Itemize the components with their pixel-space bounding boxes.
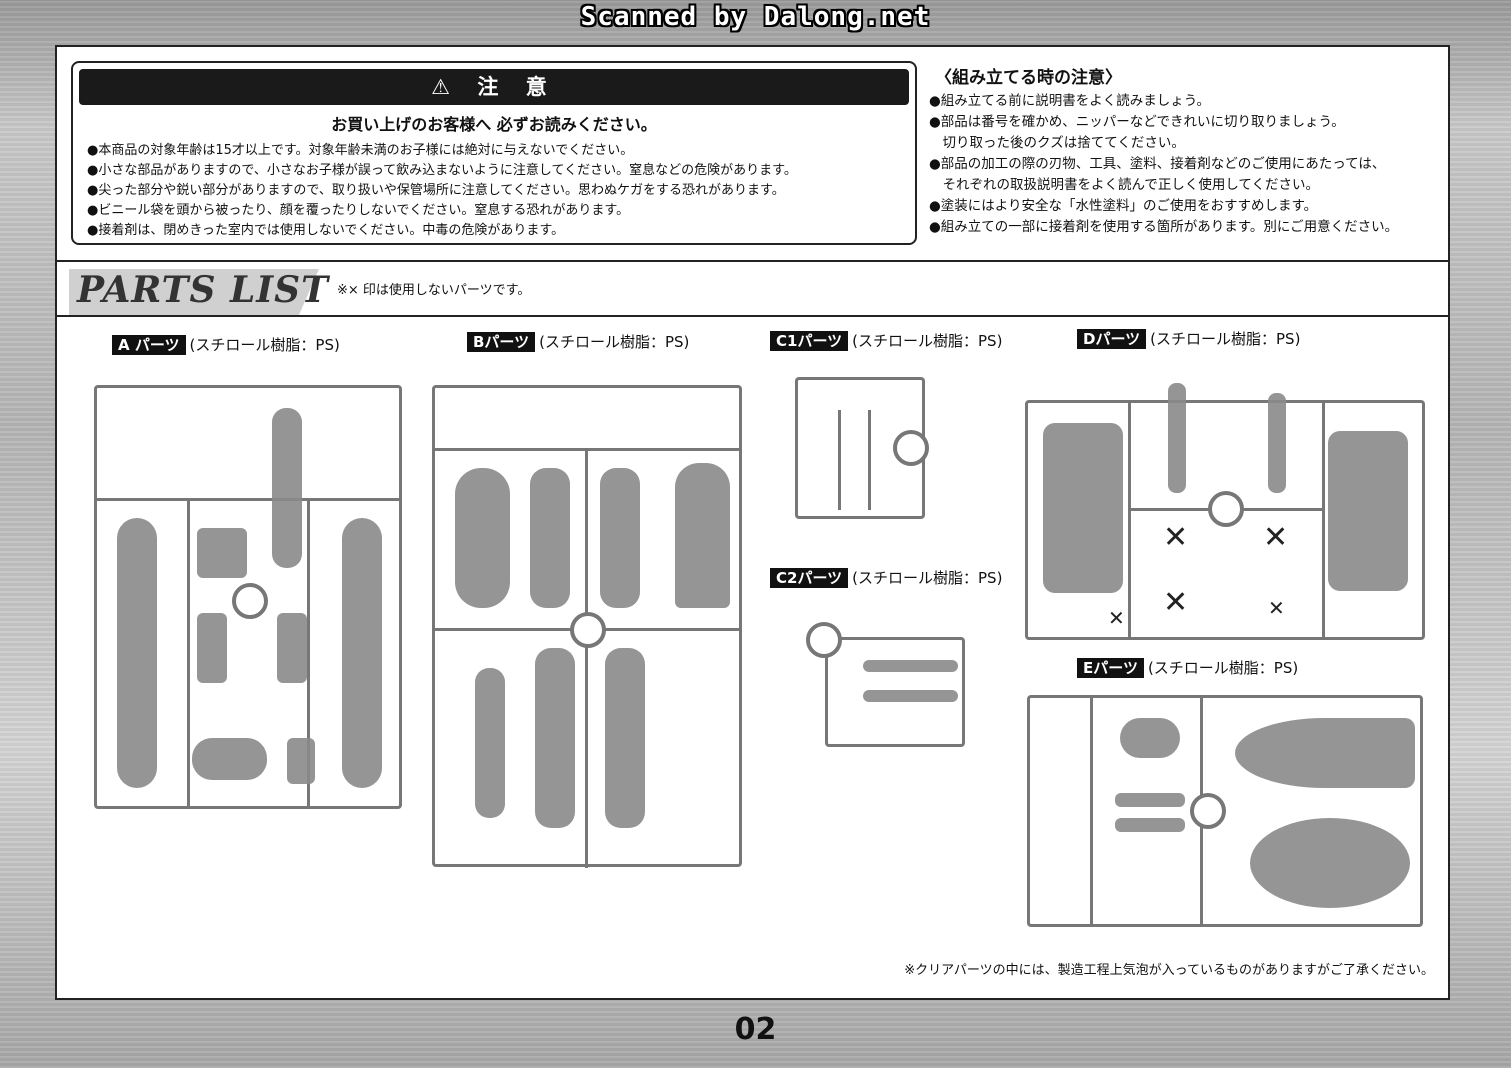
caution-item: ●ビニール袋を頭から被ったり、顔を覆ったりしないでください。窒息する恐れがありま… bbox=[87, 203, 630, 218]
runner-b bbox=[432, 385, 742, 868]
runner-gate bbox=[868, 410, 871, 510]
section-tag: A パーツ bbox=[112, 335, 186, 355]
parts-list-note: ※× 印は使用しないパーツです。 bbox=[337, 283, 531, 298]
section-label-e: Eパーツ(スチロール樹脂：PS) bbox=[1077, 657, 1298, 678]
unused-part-x-icon: ✕ bbox=[1108, 606, 1125, 630]
section-material: (スチロール樹脂：PS) bbox=[539, 333, 690, 351]
runner-e bbox=[1027, 695, 1423, 927]
part-c2-rod bbox=[863, 660, 958, 672]
section-material: (スチロール樹脂：PS) bbox=[852, 332, 1003, 350]
assembly-note: ●部品は番号を確かめ、ニッパーなどできれいに切り取りましょう。 bbox=[929, 114, 1345, 130]
caution-box: ⚠ 注 意 お買い上げのお客様へ 必ずお読みください。 ●本商品の対象年齢は15… bbox=[71, 61, 917, 245]
part-a-keel bbox=[272, 408, 302, 568]
part-a-bridge bbox=[197, 528, 247, 578]
part-d-strut bbox=[1168, 383, 1186, 493]
assembly-note: ●組み立ての一部に接着剤を使用する箇所があります。別にご用意ください。 bbox=[929, 219, 1399, 235]
section-tag: Dパーツ bbox=[1077, 329, 1147, 349]
runner-ring bbox=[232, 583, 268, 619]
runner-ring bbox=[1208, 491, 1244, 527]
section-divider bbox=[57, 260, 1448, 262]
part-b-wing bbox=[605, 648, 645, 828]
clear-parts-note: ※クリアパーツの中には、製造工程上気泡が入っているものがありますがご了承ください… bbox=[904, 963, 1434, 978]
caution-subtitle: お買い上げのお客様へ 必ずお読みください。 bbox=[331, 115, 657, 134]
section-material: (スチロール樹脂：PS) bbox=[189, 336, 340, 354]
assembly-notes-title: 〈組み立てる時の注意〉 bbox=[935, 68, 1122, 88]
runner-gate bbox=[307, 498, 310, 808]
section-tag: Eパーツ bbox=[1077, 658, 1144, 678]
part-b-prow bbox=[675, 463, 730, 608]
part-e-lower-hull bbox=[1250, 818, 1410, 908]
runner-c1 bbox=[795, 377, 929, 519]
part-b-side-panel bbox=[600, 468, 640, 608]
part-b-sphere-housing bbox=[455, 468, 510, 608]
runner-a bbox=[94, 385, 402, 809]
runner-ring bbox=[1190, 793, 1226, 829]
unused-part-x-icon: ✕ bbox=[1263, 520, 1289, 555]
runner-ring bbox=[806, 622, 842, 658]
section-label-c1: C1パーツ(スチロール樹脂：PS) bbox=[770, 330, 1002, 351]
assembly-note: ●部品の加工の際の刃物、工具、塗料、接着剤などのご使用にあたっては、 bbox=[929, 156, 1386, 172]
section-label-b: Bパーツ(スチロール樹脂：PS) bbox=[467, 331, 689, 352]
runner-gate bbox=[585, 448, 588, 868]
assembly-notes-list: ●組み立てる前に説明書をよく読みましょう。 ●部品は番号を確かめ、ニッパーなどで… bbox=[929, 91, 1439, 238]
part-d-panel-left bbox=[1043, 423, 1123, 593]
runner-gate bbox=[838, 410, 841, 510]
part-b-side-panel bbox=[530, 468, 570, 608]
caution-title: ⚠ 注 意 bbox=[79, 69, 909, 105]
part-c2-rod bbox=[863, 690, 958, 702]
runner-gate bbox=[1322, 403, 1325, 637]
caution-item: ●接着剤は、閉めきった室内では使用しないでください。中毒の危険があります。 bbox=[87, 223, 565, 238]
section-label-c2: C2パーツ(スチロール樹脂：PS) bbox=[770, 567, 1002, 588]
unused-part-x-icon: ✕ bbox=[1268, 596, 1285, 620]
part-e-bar bbox=[1115, 818, 1185, 832]
part-a-fin bbox=[197, 613, 227, 683]
parts-list-banner bbox=[69, 269, 319, 315]
section-material: (スチロール樹脂：PS) bbox=[1147, 659, 1299, 677]
unused-part-x-icon: ✕ bbox=[1163, 585, 1189, 620]
part-a-hull-right bbox=[342, 518, 382, 788]
part-d-strut bbox=[1268, 393, 1286, 493]
runner-gate bbox=[1128, 403, 1131, 637]
runner-c2 bbox=[806, 622, 965, 747]
assembly-note: ●塗装にはより安全な「水性塗料」のご使用をおすすめします。 bbox=[929, 198, 1318, 214]
runner-d: ✕ ✕ ✕ ✕ ✕ bbox=[1025, 383, 1425, 640]
runner-ring bbox=[570, 612, 606, 648]
part-a-plate bbox=[192, 738, 267, 780]
runner-gate bbox=[97, 498, 399, 501]
page-number: 02 bbox=[734, 1012, 777, 1047]
caution-item: ●尖った部分や鋭い部分がありますので、取り扱いや保管場所に注意してください。思わ… bbox=[87, 183, 785, 198]
manual-page: ⚠ 注 意 お買い上げのお客様へ 必ずお読みください。 ●本商品の対象年齢は15… bbox=[55, 45, 1450, 1000]
assembly-note: それぞれの取扱説明書をよく読んで正しく使用してください。 bbox=[929, 177, 1320, 193]
part-a-hull-left bbox=[117, 518, 157, 788]
parts-list-title: PARTS LIST bbox=[77, 269, 329, 311]
section-tag: Bパーツ bbox=[467, 332, 536, 352]
section-material: (スチロール樹脂：PS) bbox=[1150, 330, 1301, 348]
section-material: (スチロール樹脂：PS) bbox=[852, 569, 1003, 587]
caution-item: ●小さな部品がありますので、小さなお子様が誤って飲み込まないように注意してくださ… bbox=[87, 163, 797, 178]
part-a-fin bbox=[277, 613, 307, 683]
unused-part-x-icon: ✕ bbox=[1163, 520, 1189, 555]
part-e-upper-hull bbox=[1235, 718, 1415, 788]
part-b-spine bbox=[475, 668, 505, 818]
runner-gate bbox=[187, 498, 190, 808]
assembly-note: ●組み立てる前に説明書をよく読みましょう。 bbox=[929, 93, 1210, 109]
runner-ring bbox=[893, 430, 929, 466]
section-tag: C2パーツ bbox=[770, 568, 849, 588]
runner-gate bbox=[1090, 698, 1093, 924]
part-b-wing bbox=[535, 648, 575, 828]
assembly-note: 切り取った後のクズは捨ててください。 bbox=[929, 135, 1185, 151]
part-a-tail bbox=[287, 738, 315, 784]
section-label-a: A パーツ(スチロール樹脂：PS) bbox=[112, 334, 340, 355]
part-d-panel-right bbox=[1328, 431, 1408, 591]
scan-banner: Scanned by Dalong.net bbox=[580, 2, 931, 32]
caution-item: ●本商品の対象年齢は15才以上です。対象年齢未満のお子様には絶対に与えないでくだ… bbox=[87, 143, 634, 158]
part-e-bar bbox=[1115, 793, 1185, 807]
caution-list: ●本商品の対象年齢は15才以上です。対象年齢未満のお子様には絶対に与えないでくだ… bbox=[87, 141, 797, 241]
section-tag: C1パーツ bbox=[770, 331, 849, 351]
section-label-d: Dパーツ(スチロール樹脂：PS) bbox=[1077, 328, 1300, 349]
part-e-dome bbox=[1120, 718, 1180, 758]
parts-list-rule bbox=[57, 315, 1448, 317]
